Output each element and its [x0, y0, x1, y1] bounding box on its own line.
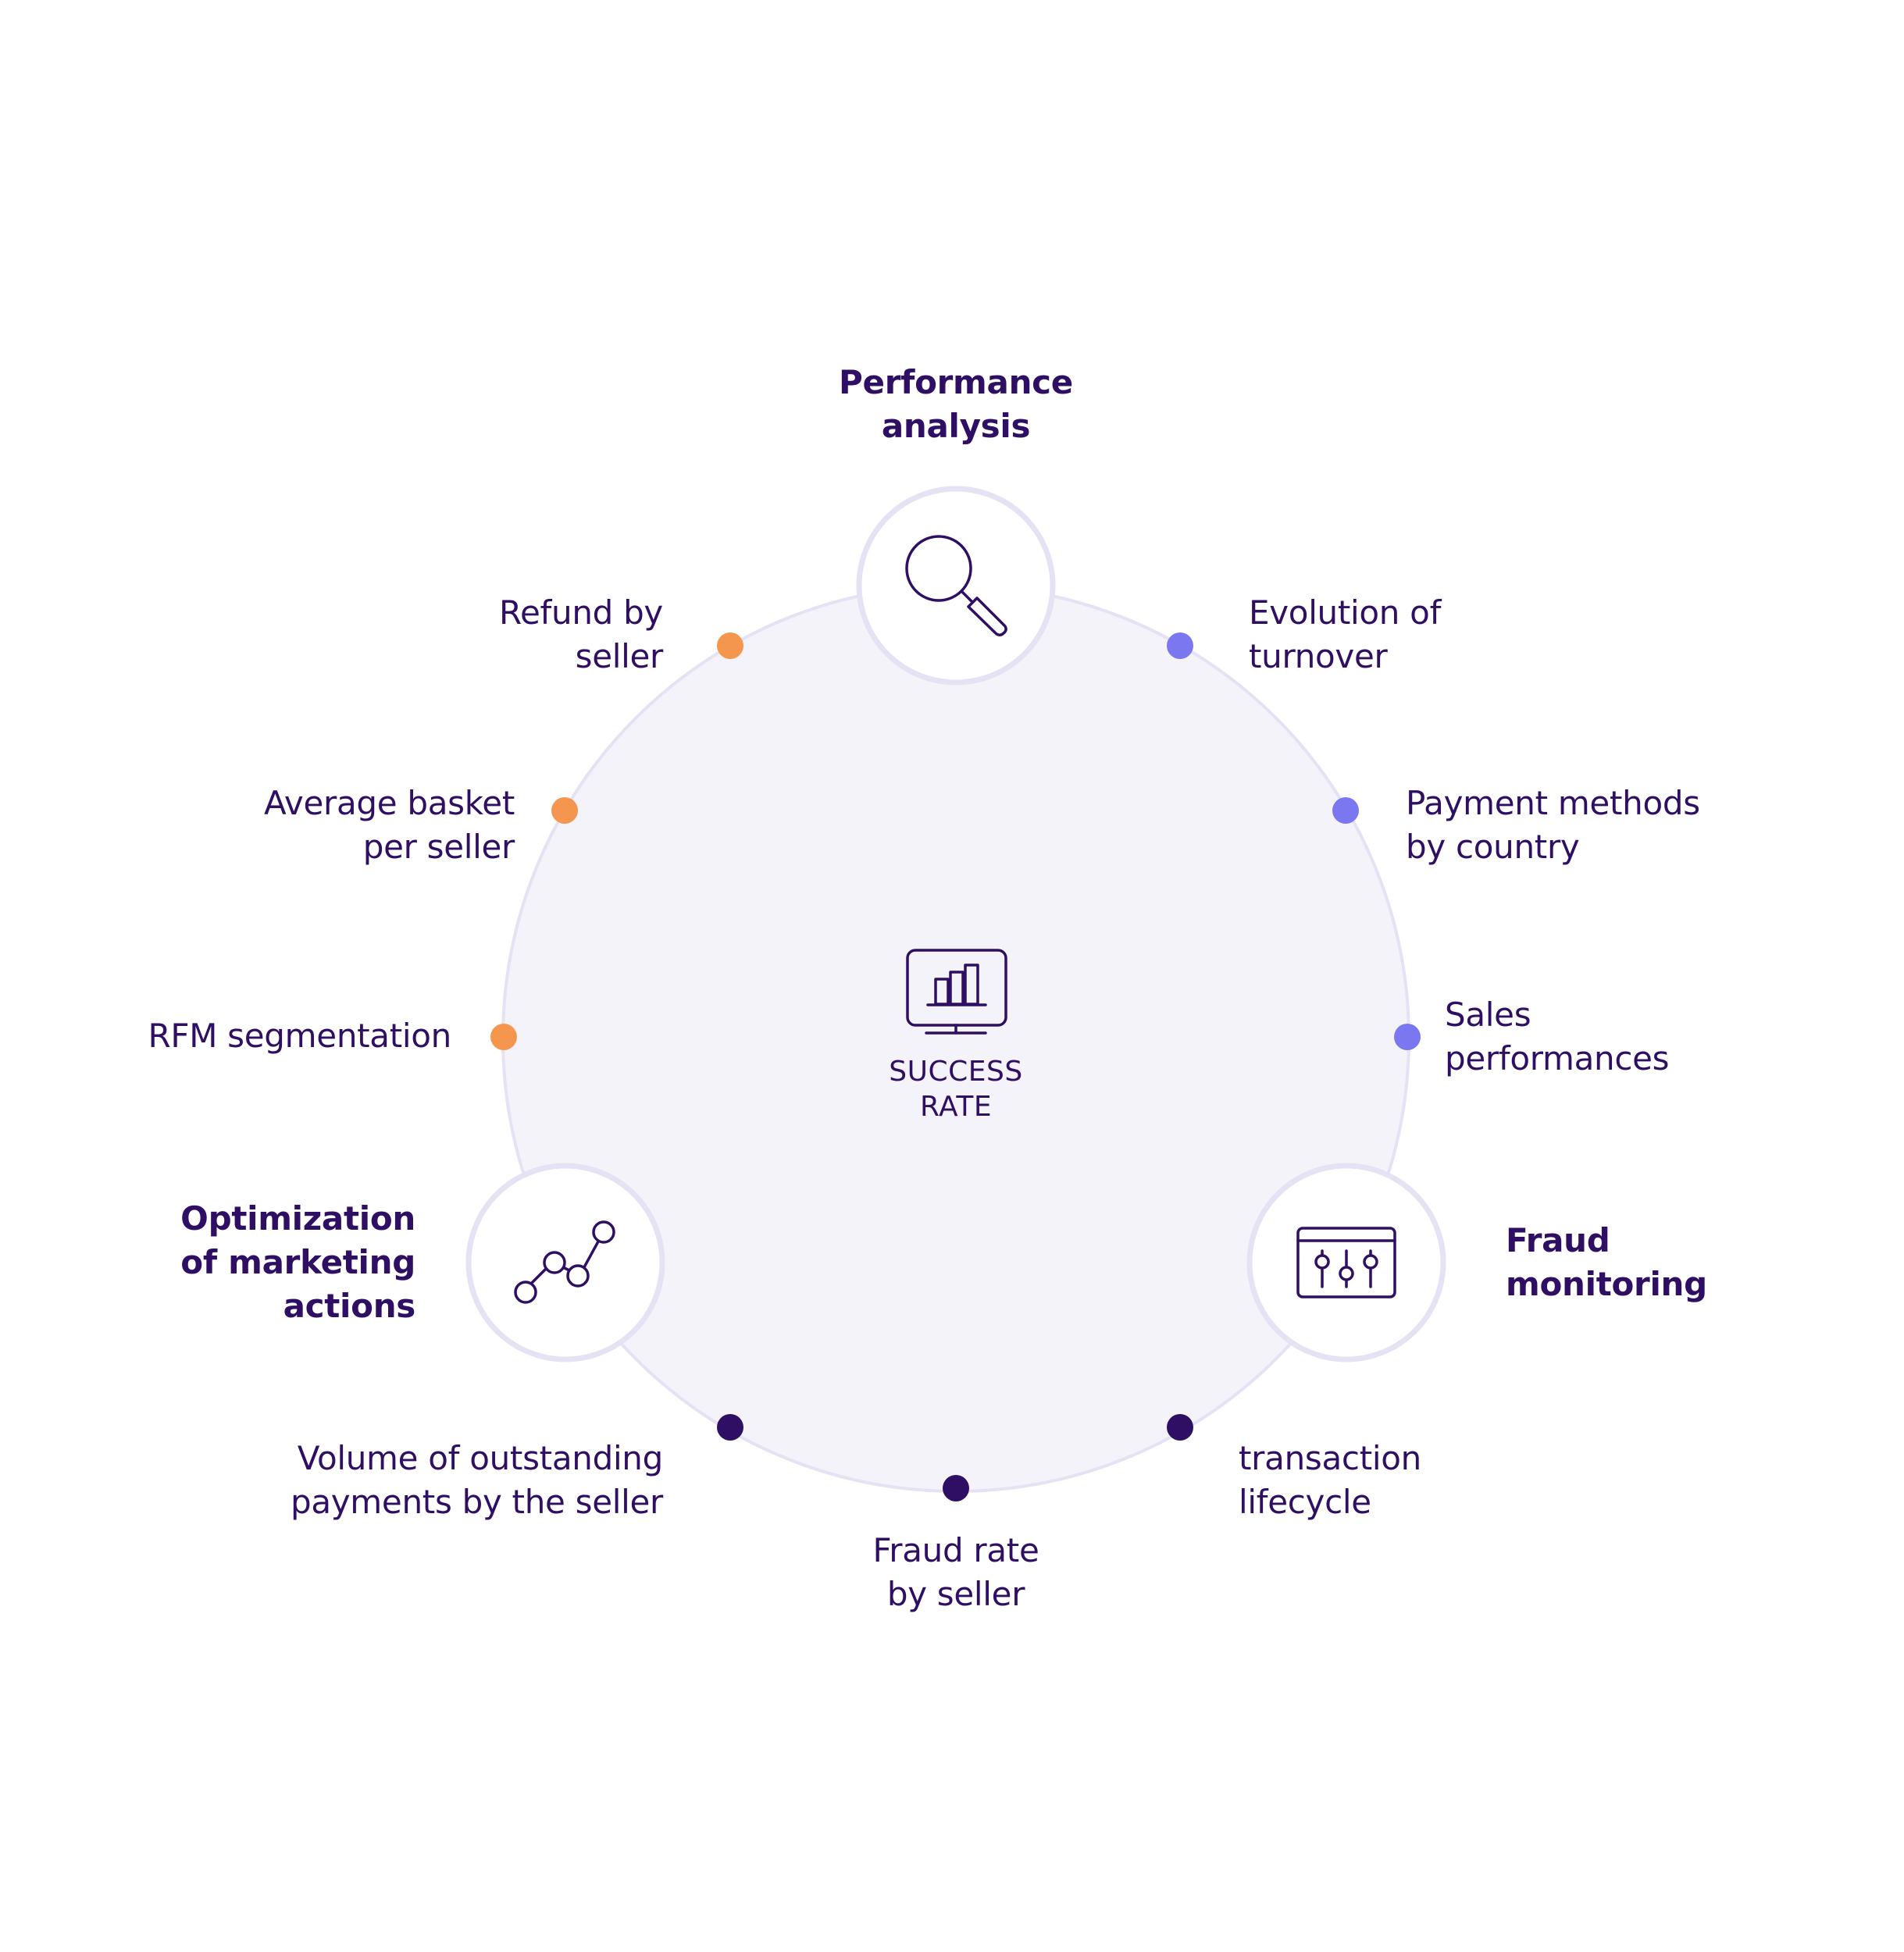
- dot-evolution-of-turnover: [1167, 632, 1193, 659]
- dot-average-basket-per-seller: [551, 797, 578, 824]
- item-volume-outstanding-payments: Volume of outstanding payments by the se…: [290, 1439, 663, 1521]
- center-label: SUCCESS RATE: [889, 1054, 1022, 1124]
- item-transaction-lifecycle: transaction lifecycle: [1239, 1439, 1421, 1521]
- dot-payment-methods-by-country: [1332, 797, 1359, 824]
- fraud-monitoring-node: [1246, 1163, 1446, 1362]
- heading-performance-analysis: Performance analysis: [839, 363, 1073, 445]
- item-fraud-rate-by-seller: Fraud rate by seller: [872, 1531, 1039, 1613]
- performance-analysis-node: [856, 486, 1056, 686]
- line-graph-nodes-icon: [514, 1220, 615, 1304]
- dot-transaction-lifecycle: [1167, 1414, 1193, 1441]
- dot-refund-by-seller: [717, 632, 743, 659]
- item-rfm-segmentation: RFM segmentation: [148, 1017, 451, 1055]
- item-payment-methods-by-country: Payment methods by country: [1406, 784, 1700, 866]
- dot-volume-outstanding-payments: [717, 1414, 743, 1441]
- dot-fraud-rate-by-seller: [943, 1475, 969, 1501]
- dot-sales-performances: [1394, 1024, 1421, 1050]
- central-ring: [501, 584, 1410, 1493]
- marketing-optimization-node: [465, 1163, 665, 1362]
- item-average-basket-per-seller: Average basket per seller: [263, 784, 515, 866]
- item-evolution-of-turnover: Evolution of turnover: [1249, 593, 1442, 675]
- magnifier-icon: [905, 535, 1007, 637]
- heading-fraud-monitoring: Fraud monitoring: [1506, 1221, 1707, 1303]
- item-refund-by-seller: Refund by seller: [499, 593, 663, 675]
- item-sales-performances: Sales performances: [1445, 996, 1670, 1078]
- center-label-line1: SUCCESS: [889, 1056, 1023, 1088]
- heading-marketing-optimization: Optimization of marketing actions: [180, 1199, 415, 1325]
- center-label-line2: RATE: [919, 1091, 993, 1123]
- dot-rfm-segmentation: [490, 1024, 517, 1050]
- control-panel-sliders-icon: [1296, 1227, 1396, 1298]
- monitor-bar-chart-icon: [906, 949, 1007, 1035]
